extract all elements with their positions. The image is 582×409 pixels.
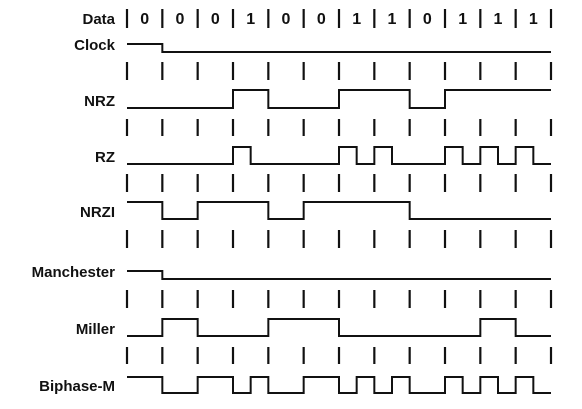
- clock-label: Clock: [74, 37, 116, 54]
- data-row: Data: [82, 11, 115, 28]
- data-bit: 0: [282, 11, 291, 28]
- nrz-waveform: [127, 89, 551, 109]
- data-bit: 1: [494, 11, 503, 28]
- biphase_m-row: Biphase-M: [39, 376, 551, 395]
- manchester-row: Manchester: [32, 264, 553, 308]
- manchester-bit-ticks: [125, 290, 553, 308]
- rz-bit-ticks: [125, 174, 553, 192]
- data-bits: 0 0 0 1 0 0 1 1 0 1 1 1: [125, 9, 553, 28]
- nrzi-label: NRZI: [80, 204, 115, 221]
- biphase_m-waveform: [127, 376, 551, 394]
- manchester-label: Manchester: [32, 264, 116, 281]
- rz-waveform: [127, 146, 551, 165]
- data-bit: 0: [176, 11, 185, 28]
- data-bit: 1: [352, 11, 361, 28]
- data-bit: 1: [388, 11, 397, 28]
- data-bit: 0: [140, 11, 149, 28]
- clock-waveform: [127, 43, 551, 53]
- data-bit: 0: [423, 11, 432, 28]
- data-label: Data: [82, 11, 115, 28]
- miller-waveform: [127, 318, 551, 337]
- nrz-row: NRZ: [84, 89, 553, 136]
- nrz-label: NRZ: [84, 93, 115, 110]
- data-bit: 1: [458, 11, 467, 28]
- nrzi-row: NRZI: [80, 201, 553, 248]
- data-bit: 1: [246, 11, 255, 28]
- nrz-bit-ticks: [125, 119, 553, 136]
- miller-bit-ticks: [125, 347, 553, 364]
- biphase_m-label: Biphase-M: [39, 378, 115, 395]
- data-bit: 1: [529, 11, 538, 28]
- nrzi-bit-ticks: [125, 230, 553, 248]
- miller-row: Miller: [76, 318, 553, 364]
- rz-label: RZ: [95, 149, 115, 166]
- manchester-waveform: [127, 270, 551, 280]
- clock-bit-ticks: [125, 62, 553, 80]
- data-bit: 0: [317, 11, 326, 28]
- clock-row: Clock: [74, 37, 553, 80]
- miller-label: Miller: [76, 321, 115, 338]
- rz-row: RZ: [95, 146, 553, 192]
- nrzi-waveform: [127, 201, 551, 220]
- data-bit: 0: [211, 11, 220, 28]
